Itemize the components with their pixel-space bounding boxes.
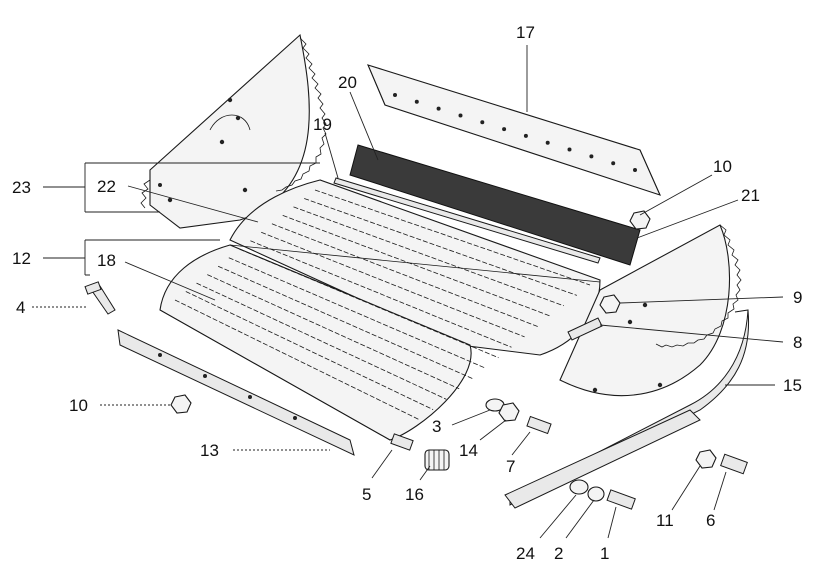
grate-bar: [228, 257, 486, 369]
strip-hole: [393, 93, 397, 97]
grate-bar: [314, 189, 591, 286]
thin-rod: [333, 177, 601, 264]
bolt-4: [84, 281, 116, 315]
nut-14: [498, 402, 520, 422]
side-plate-right: [559, 224, 742, 397]
grate-bar: [196, 282, 447, 400]
callout-5: 5: [362, 485, 371, 504]
callout-9: 9: [793, 288, 802, 307]
callout-13: 13: [200, 441, 219, 460]
strip-hole: [414, 99, 419, 104]
grate-bar: [174, 299, 421, 421]
bottom-angle-bar: [117, 329, 355, 456]
callout-18: 18: [97, 251, 116, 270]
grate-bar: [293, 206, 564, 307]
nut-9: [599, 294, 621, 314]
washer-2: [587, 486, 605, 502]
callout-7: 7: [506, 457, 515, 476]
bolt-1: [606, 489, 636, 510]
callout-24: 24: [516, 544, 535, 563]
strip-hole: [633, 168, 637, 172]
callout-8: 8: [793, 333, 802, 352]
nut-10-left: [170, 394, 192, 414]
callout-17: 17: [516, 23, 535, 42]
callout-15: 15: [783, 376, 802, 395]
callout-3: 3: [432, 417, 441, 436]
strip-hole: [589, 154, 594, 159]
spring-16: [424, 449, 450, 471]
leader-lines: [32, 45, 784, 539]
callout-23: 23: [12, 178, 31, 197]
grate-bar: [271, 223, 538, 327]
strip-hole: [545, 140, 550, 145]
nut-10-top: [629, 210, 651, 230]
grate-bar: [304, 198, 578, 296]
bracket-8: [567, 317, 603, 341]
grate-bar: [239, 248, 499, 359]
strip-hole: [523, 133, 528, 138]
strip-hole: [611, 161, 616, 166]
nut-11: [695, 449, 717, 469]
strip-hole: [458, 113, 463, 118]
washer-24: [569, 479, 589, 495]
callout-11: 11: [656, 511, 674, 530]
grate-bar: [185, 291, 434, 410]
callouts: 17 20 19 10 21 23 22 12 18 4 9 8 15 10 3…: [12, 23, 802, 563]
callout-20: 20: [338, 73, 357, 92]
grate-bar: [217, 265, 473, 379]
grate-bar: [250, 240, 512, 348]
top-cover-strip: [367, 64, 662, 196]
callout-1: 1: [600, 544, 609, 563]
callout-10-left: 10: [69, 396, 88, 415]
bolt-5: [390, 433, 414, 451]
callout-6: 6: [706, 511, 715, 530]
callout-2: 2: [554, 544, 563, 563]
callout-4: 4: [16, 298, 25, 317]
grate-bar: [261, 231, 525, 338]
strip-hole: [436, 106, 441, 111]
callout-19: 19: [313, 115, 332, 134]
callout-21: 21: [741, 186, 760, 205]
perforated-screen: [349, 144, 641, 266]
callout-14: 14: [459, 441, 478, 460]
callout-12: 12: [12, 249, 31, 268]
strip-hole: [567, 147, 572, 152]
bolt-6: [720, 453, 748, 475]
grate-bar: [207, 274, 460, 390]
callout-10-top: 10: [713, 157, 732, 176]
strip-hole: [480, 120, 485, 125]
bolt-7: [526, 415, 552, 435]
strip-hole: [502, 127, 507, 132]
grate-bar: [282, 215, 551, 317]
concave-grate: [159, 179, 601, 441]
callout-16: 16: [405, 485, 424, 504]
curved-support-arm: [504, 309, 750, 509]
callout-22: 22: [97, 177, 116, 196]
